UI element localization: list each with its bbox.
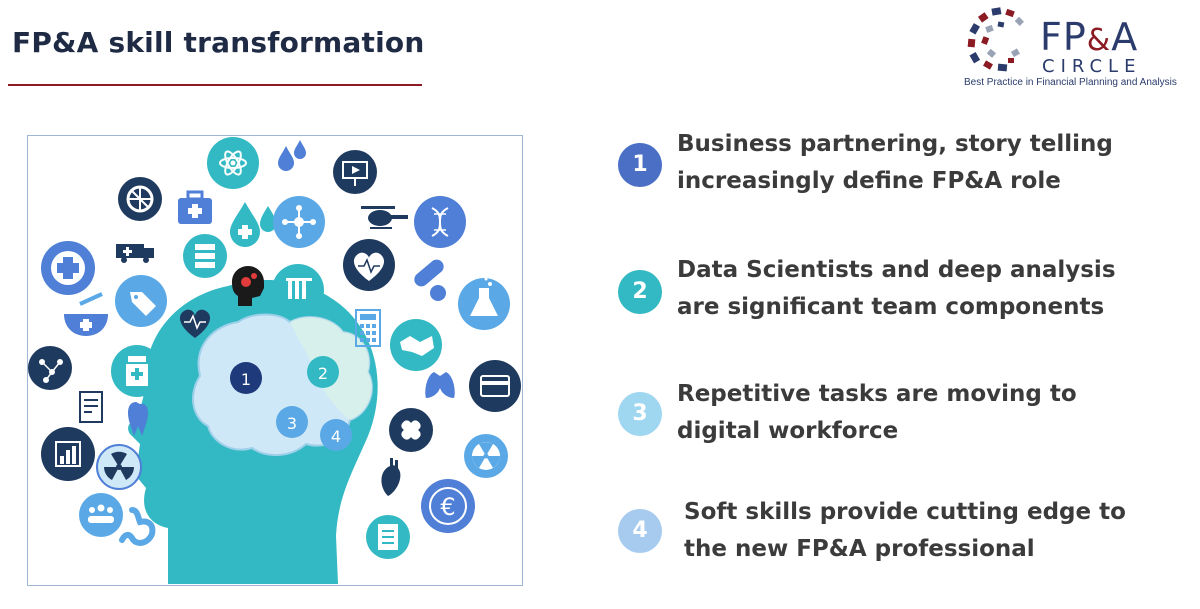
price-tag-icon bbox=[115, 275, 167, 327]
mortar-icon bbox=[64, 292, 108, 336]
item-1-line-2: increasingly define FP&A role bbox=[677, 168, 1061, 194]
lungs-icon bbox=[425, 372, 455, 398]
logo-tagline: Best Practice in Financial Planning and … bbox=[964, 77, 1177, 88]
credit-card-icon bbox=[469, 360, 521, 412]
brain-region-2-label: 2 bbox=[318, 364, 328, 383]
logo-wordmark: FP&A bbox=[1040, 18, 1138, 56]
number-badge-4: 4 bbox=[618, 509, 662, 553]
brain-illustration: 1 2 3 4 bbox=[28, 137, 521, 584]
number-badge-3: 3 bbox=[618, 392, 662, 436]
dna-icon bbox=[414, 196, 466, 248]
logo-word-a: A bbox=[1111, 15, 1139, 59]
item-4-line-2: the new FP&A professional bbox=[684, 536, 1035, 562]
brain-region-3-label: 3 bbox=[287, 414, 297, 433]
atom-icon bbox=[207, 137, 259, 189]
checklist-icon bbox=[366, 515, 410, 559]
test-tubes-icon bbox=[272, 264, 324, 316]
brain-region-4 bbox=[320, 419, 352, 451]
slide-title: FP&A skill transformation bbox=[12, 26, 425, 59]
fpa-circle-logo: FP&A CIRCLE Best Practice in Financial P… bbox=[962, 4, 1194, 92]
item-2-line-1: Data Scientists and deep analysis bbox=[677, 257, 1116, 283]
document-icon bbox=[79, 391, 103, 423]
bandage-icon bbox=[389, 408, 433, 452]
logo-circle-text: CIRCLE bbox=[1042, 56, 1142, 77]
title-underline bbox=[8, 84, 422, 86]
brain-region-2 bbox=[307, 356, 339, 388]
helicopter-icon bbox=[361, 206, 408, 229]
item-3-line-1: Repetitive tasks are moving to bbox=[677, 381, 1077, 407]
brain-region-4-label: 4 bbox=[331, 427, 341, 446]
presentation-board-icon bbox=[333, 150, 377, 194]
flask-icon bbox=[458, 277, 510, 330]
brain-region-3 bbox=[276, 406, 308, 438]
drop-cross-icon bbox=[230, 202, 276, 247]
item-3-line-2: digital workforce bbox=[677, 418, 899, 444]
water-drops-icon bbox=[278, 140, 306, 171]
stomach-icon bbox=[119, 507, 156, 546]
molecule-icon bbox=[28, 346, 72, 390]
first-aid-kit-icon bbox=[178, 190, 212, 224]
brain-region-1-label: 1 bbox=[241, 370, 251, 389]
euro-symbol: € bbox=[440, 493, 455, 521]
item-text-1: Business partnering, story telling incre… bbox=[677, 126, 1113, 200]
item-2-line-2: are significant team components bbox=[677, 294, 1105, 320]
euro-icon: € bbox=[421, 479, 475, 533]
heart-organ-icon bbox=[381, 458, 401, 496]
brain-illustration-panel: 1 2 3 4 bbox=[27, 135, 523, 586]
medicine-bottle-icon bbox=[111, 345, 163, 397]
radiation-icon bbox=[96, 444, 142, 490]
pill-icon bbox=[414, 259, 446, 301]
item-4-line-1: Soft skills provide cutting edge to bbox=[684, 499, 1126, 525]
wheel-icon bbox=[118, 177, 162, 221]
number-badge-2: 2 bbox=[618, 270, 662, 314]
logo-word-amp: & bbox=[1086, 23, 1112, 58]
bar-chart-icon bbox=[41, 427, 95, 481]
handshake-icon bbox=[390, 319, 442, 371]
radiation-icon-2 bbox=[464, 434, 508, 478]
tooth-icon bbox=[128, 402, 148, 436]
brain-gears-icon bbox=[232, 266, 264, 306]
item-text-4: Soft skills provide cutting edge to the … bbox=[684, 494, 1126, 568]
brain-region-1 bbox=[230, 362, 262, 394]
server-icon bbox=[183, 234, 227, 278]
logo-word-fp: FP bbox=[1040, 15, 1087, 59]
heart-pulse-icon bbox=[343, 239, 395, 291]
item-text-2: Data Scientists and deep analysis are si… bbox=[677, 252, 1116, 326]
logo-emblem-icon bbox=[967, 7, 1024, 72]
number-badge-1: 1 bbox=[618, 143, 662, 187]
network-icon bbox=[273, 196, 325, 248]
item-1-line-1: Business partnering, story telling bbox=[677, 131, 1113, 157]
item-text-3: Repetitive tasks are moving to digital w… bbox=[677, 376, 1077, 450]
medical-cross-icon bbox=[41, 241, 95, 295]
heart-small-icon bbox=[179, 309, 211, 338]
ambulance-icon bbox=[116, 244, 154, 263]
calculator-icon bbox=[355, 309, 381, 347]
group-people-icon bbox=[79, 493, 123, 537]
